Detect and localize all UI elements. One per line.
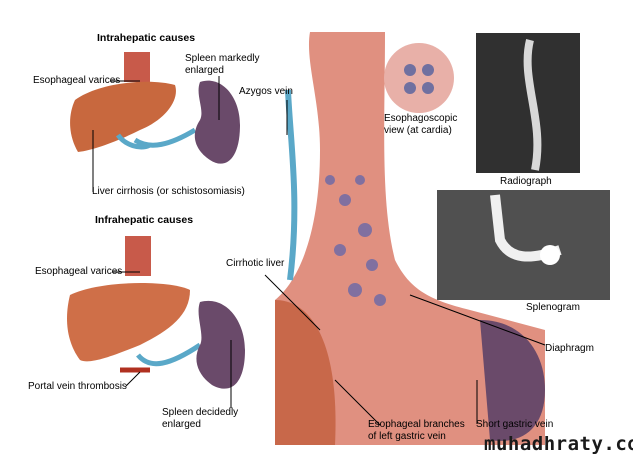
- label-line-1: Esophageal branches: [368, 419, 465, 430]
- label-line-1: Spleen markedly: [185, 53, 260, 64]
- label-splenogram: Splenogram: [526, 302, 580, 313]
- label-line-2: view (at cardia): [384, 125, 452, 136]
- label-line-2: enlarged: [162, 419, 201, 430]
- label-line-1: Esophagoscopic: [384, 113, 458, 124]
- label-liver-cirrhosis: Liver cirrhosis (or schistosomiasis): [92, 186, 245, 197]
- spleen-bottom: [196, 300, 245, 389]
- label-portal-vein-thrombosis: Portal vein thrombosis: [28, 381, 127, 392]
- esophagoscopic-view: [384, 43, 454, 113]
- label-short-gastric-vein: Short gastric vein: [476, 419, 554, 430]
- label-cirrhotic-liver: Cirrhotic liver: [226, 258, 285, 269]
- liver-bottom: [67, 236, 202, 373]
- heading-intrahepatic: Intrahepatic causes: [97, 32, 196, 44]
- splenogram-image: [437, 190, 610, 300]
- label-line-1: Spleen decidedly: [162, 407, 239, 418]
- label-azygos-vein: Azygos vein: [239, 86, 293, 97]
- esophagus: [275, 32, 545, 445]
- label-diaphragm: Diaphragm: [545, 343, 594, 354]
- label-esophageal-varices-top: Esophageal varices: [33, 75, 121, 86]
- label-line-2: of left gastric vein: [368, 431, 446, 442]
- heading-infrahepatic: Infrahepatic causes: [95, 214, 194, 226]
- label-esophageal-varices-bottom: Esophageal varices: [35, 266, 123, 277]
- label-line-2: enlarged: [185, 65, 224, 76]
- label-radiograph: Radiograph: [500, 176, 552, 187]
- radiograph-image: [476, 33, 580, 173]
- watermark: muhadhraty.com: [484, 433, 633, 455]
- leader-lines: [92, 76, 546, 426]
- spleen-top: [194, 80, 240, 164]
- cirrhotic-liver-top: [70, 52, 197, 152]
